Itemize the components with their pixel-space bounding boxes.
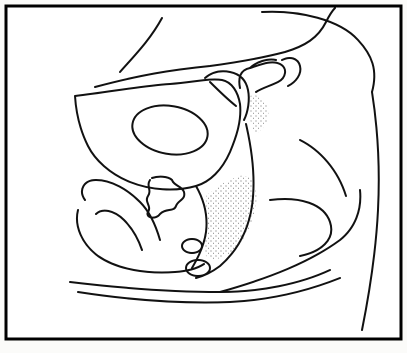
figure-frame <box>6 6 401 339</box>
